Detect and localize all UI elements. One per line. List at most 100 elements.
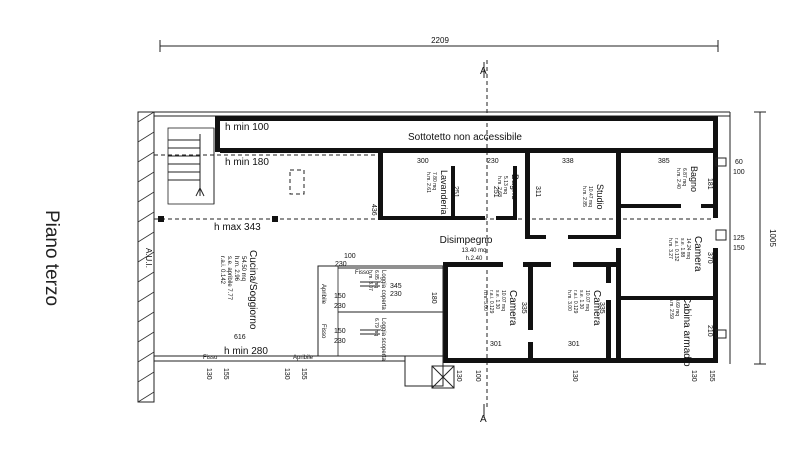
dim-label: 335 bbox=[520, 302, 527, 314]
stair bbox=[167, 127, 215, 205]
room-height: h.m. 3.27 bbox=[667, 238, 673, 259]
room-height: h.m. 3.00 bbox=[482, 290, 488, 311]
bottom-dimension-labels: 130 155 130 155 130 100 130 130 155 bbox=[205, 368, 715, 382]
window-fisso-label: Fisso bbox=[320, 324, 326, 339]
room-camera-a: Camera 10.07 mq s.e. 1.30 r.a.i. 0.129 h… bbox=[482, 290, 518, 326]
room-se: s.e. 1.30 bbox=[578, 290, 584, 309]
dim-label: 130 bbox=[455, 370, 462, 382]
window-marker bbox=[715, 329, 727, 339]
dim-total-height: 1005 bbox=[768, 229, 777, 247]
pillar bbox=[158, 216, 164, 222]
room-name: Loggia scoperta bbox=[380, 318, 386, 361]
room-se: s.e. 1.30 bbox=[494, 290, 500, 309]
room-area: 6.85 mq bbox=[373, 270, 379, 288]
dim-label: 230 bbox=[334, 338, 346, 345]
h-min-100-label: h min 100 bbox=[225, 122, 269, 133]
room-se: s.e. 1.88 bbox=[679, 238, 685, 257]
room-area: 13.40 mq bbox=[461, 248, 486, 254]
dim-label: 181 bbox=[706, 178, 713, 190]
room-se: s.e. apribile 7.77 bbox=[226, 256, 232, 301]
dim-label: 60 bbox=[735, 159, 743, 166]
dim-total-width: 2209 bbox=[431, 36, 449, 45]
dim-label: 150 bbox=[334, 293, 346, 300]
room-studio: Studio 10.47 mq h.m. 2.85 bbox=[581, 184, 605, 210]
room-name: Cucina/Soggiorno bbox=[247, 250, 258, 330]
dim-label: 345 bbox=[390, 283, 402, 290]
room-area: 8.69 mq bbox=[674, 298, 680, 316]
dim-label: 251 bbox=[452, 186, 459, 198]
room-rai: r.a.i. 0.129 bbox=[488, 290, 494, 314]
room-area: 6.79 mq bbox=[373, 318, 379, 336]
h-min-180-label: h min 180 bbox=[225, 157, 269, 168]
dim-label: 230 bbox=[487, 158, 499, 165]
dim-label: 301 bbox=[490, 341, 502, 348]
dim-label: 335 bbox=[598, 302, 605, 314]
dim-label: 301 bbox=[568, 341, 580, 348]
h-min-280-label: h min 280 bbox=[224, 346, 268, 357]
room-area: 14.24 mq bbox=[685, 238, 691, 259]
window-fisso-label: Fisso bbox=[203, 355, 218, 361]
room-height: h.m. 3.07 bbox=[367, 270, 373, 291]
dim-label: 436 bbox=[370, 204, 377, 216]
dim-label: 311 bbox=[534, 186, 541, 197]
dim-label: 130 bbox=[571, 370, 578, 382]
room-height: h.m. 2.40 bbox=[675, 168, 681, 189]
room-area: 10.07 mq bbox=[584, 290, 590, 311]
room-name: Bagno bbox=[510, 174, 520, 200]
room-loggia-coperta: Loggia coperta 6.85 mq h.m. 3.07 bbox=[367, 270, 386, 310]
dim-label: 150 bbox=[733, 245, 745, 252]
room-name: Lavanderia bbox=[439, 170, 449, 215]
room-name: Camera bbox=[692, 236, 703, 272]
floor-title: Piano terzo bbox=[41, 210, 62, 306]
room-bagno-1: Bagno 5.13 mq h.m. 2.68 bbox=[496, 174, 520, 200]
interior-walls bbox=[378, 153, 713, 363]
dim-label: 100 bbox=[733, 169, 745, 176]
loggia-area bbox=[317, 265, 444, 387]
dim-label: 338 bbox=[562, 158, 574, 165]
room-height: h.m. 3.00 bbox=[566, 290, 572, 311]
dim-label: 300 bbox=[417, 158, 429, 165]
dim-label: 230 bbox=[335, 261, 347, 268]
left-boundary-wall: A.U.I. bbox=[137, 111, 155, 403]
dim-label: 230 bbox=[334, 303, 346, 310]
dim-label: 150 bbox=[334, 328, 346, 335]
room-rai: r.a.i. 0.132 bbox=[673, 238, 679, 262]
room-cabina-armadio: Cabina armadio 8.69 mq h.m. 2.59 bbox=[668, 296, 692, 367]
dim-label: 155 bbox=[222, 368, 229, 380]
room-height: h.m. 2.96 bbox=[233, 256, 239, 282]
section-mark-bottom: A bbox=[480, 414, 487, 425]
room-camera-right: Camera 14.24 mq s.e. 1.88 r.a.i. 0.132 h… bbox=[667, 236, 703, 272]
dimension-labels: 60 100 181 370 125 150 210 300 230 338 3… bbox=[234, 158, 745, 348]
skylight bbox=[289, 169, 305, 195]
dim-label: 180 bbox=[430, 292, 437, 304]
dim-label: 210 bbox=[706, 325, 713, 337]
room-cucina-soggiorno: Cucina/Soggiorno 54.50 mq h.m. 2.96 s.e.… bbox=[219, 250, 258, 330]
dim-label: 155 bbox=[708, 370, 715, 382]
dim-label: 251 bbox=[492, 186, 499, 198]
outer-walls bbox=[154, 111, 731, 364]
dim-label: 130 bbox=[205, 368, 212, 380]
room-rai: r.a.i. 0.129 bbox=[572, 290, 578, 314]
room-lavanderia: Lavanderia 7.80 mq h.m. 2.61 bbox=[425, 170, 449, 215]
pillar bbox=[272, 216, 278, 222]
room-area: 10.07 mq bbox=[500, 290, 506, 311]
room-name: Studio bbox=[595, 184, 605, 210]
room-height: h.m. 2.61 bbox=[425, 172, 431, 193]
room-name: Bagno bbox=[689, 166, 699, 192]
dim-label: 370 bbox=[706, 252, 713, 264]
room-area: 6.87 mq bbox=[681, 168, 687, 186]
room-area: 10.47 mq bbox=[587, 186, 593, 207]
room-area: 7.80 mq bbox=[431, 172, 437, 190]
shaft-icon bbox=[431, 365, 455, 389]
room-disimpegno: Disimpegno 13.40 mq h.2.40 bbox=[440, 235, 493, 262]
room-bagno-2: Bagno 6.87 mq h.m. 2.40 bbox=[675, 166, 699, 192]
room-rai: r.a.i. 0.142 bbox=[219, 256, 225, 285]
room-name: Disimpegno bbox=[440, 235, 493, 246]
room-loggia-scoperta: Loggia scoperta 6.79 mq bbox=[373, 318, 386, 361]
window-apribile-label: Apribile bbox=[320, 284, 326, 305]
dim-label: 100 bbox=[474, 370, 481, 382]
h-max-343-label: h max 343 bbox=[214, 222, 261, 233]
dim-label: 130 bbox=[283, 368, 290, 380]
room-height: h.m. 2.85 bbox=[581, 186, 587, 207]
room-area: 5.13 mq bbox=[502, 176, 508, 194]
